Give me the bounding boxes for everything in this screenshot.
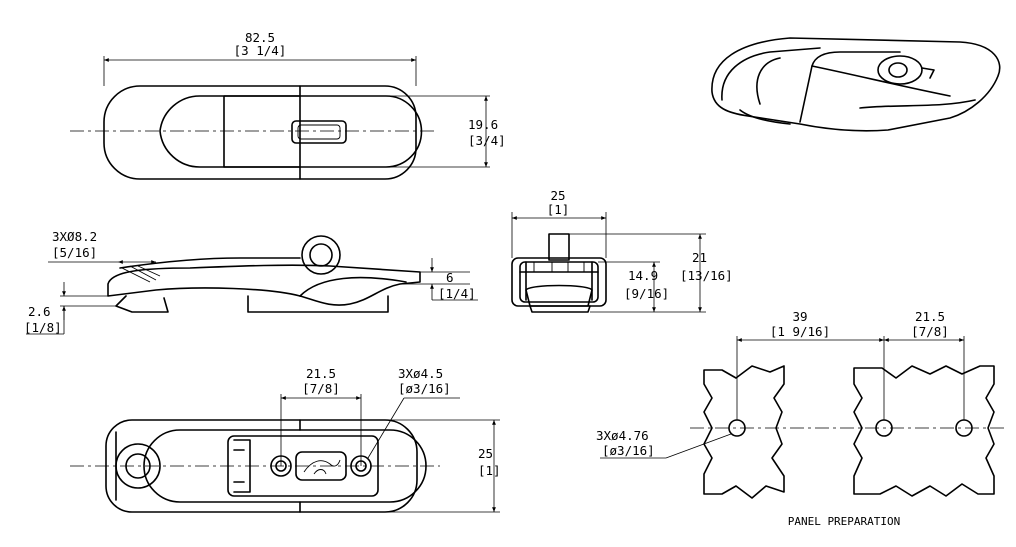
top-width-value: 82.5 (245, 30, 275, 45)
top-view-outline (103, 85, 417, 180)
panel-caption: PANEL PREPARATION (788, 515, 901, 528)
panel-right (853, 365, 995, 497)
side-eye (301, 235, 341, 275)
bottom-height-inch: [1] (478, 463, 501, 478)
end-height-a-value: 21 (692, 250, 707, 265)
iso-ring (877, 55, 923, 85)
iso-body (711, 37, 1001, 132)
panel-spacing-a-inch: [1 9/16] (770, 324, 830, 339)
bottom-logo (295, 451, 347, 481)
side-hole-value: 3XØ8.2 (52, 229, 97, 244)
bottom-height-value: 25 (478, 446, 493, 461)
panel-spacing-b-inch: [7/8] (911, 324, 949, 339)
side-hole-inch: [5/16] (52, 245, 97, 260)
bottom-view: 21.5 [7/8] 3Xø4.5 [ø3/16] 25 [1] (70, 366, 501, 513)
end-width-inch: [1] (547, 202, 570, 217)
side-offset-value: 2.6 (28, 304, 51, 319)
side-offset-inch: [1/8] (24, 320, 62, 335)
panel-hole-inch: [ø3/16] (602, 443, 655, 458)
top-view-plate (223, 95, 301, 168)
panel-spacing-a-value: 39 (792, 309, 807, 324)
top-height-value: 19.6 (468, 117, 498, 132)
panel-preparation: 39 [1 9/16] 21.5 [7/8] 3Xø4.76 [ø3/16] P… (596, 309, 1006, 528)
panel-spacing-b-value: 21.5 (915, 309, 945, 324)
bottom-hole-inch: [ø3/16] (398, 381, 451, 396)
bottom-eye (115, 443, 161, 489)
side-view: 3XØ8.2 [5/16] 2.6 [1/8] 6 [1/4] (24, 229, 478, 335)
side-height-value: 6 (446, 270, 454, 285)
top-height-inch: [3/4] (468, 133, 506, 148)
end-height-a-inch: [13/16] (680, 268, 733, 283)
bottom-spacing-inch: [7/8] (302, 381, 340, 396)
side-height-inch: [1/4] (438, 286, 476, 301)
top-view-slot (291, 120, 347, 144)
panel-hole-value: 3Xø4.76 (596, 428, 649, 443)
side-lever (107, 264, 421, 306)
bottom-spacing-value: 21.5 (306, 366, 336, 381)
top-view: 82.5 [3 1/4] 19.6 [3/4] (70, 30, 506, 180)
bottom-hole-value: 3Xø4.5 (398, 366, 443, 381)
top-width-inch: [3 1/4] (234, 43, 287, 58)
end-height-b-inch: [9/16] (624, 286, 669, 301)
end-width-value: 25 (550, 188, 565, 203)
isometric-view (711, 37, 1001, 132)
panel-left (703, 365, 785, 499)
end-height-b-value: 14.9 (628, 268, 658, 283)
end-view: 25 [1] 21 [13/16] 14.9 [9/16] (511, 188, 733, 313)
top-view-lever (159, 85, 423, 180)
